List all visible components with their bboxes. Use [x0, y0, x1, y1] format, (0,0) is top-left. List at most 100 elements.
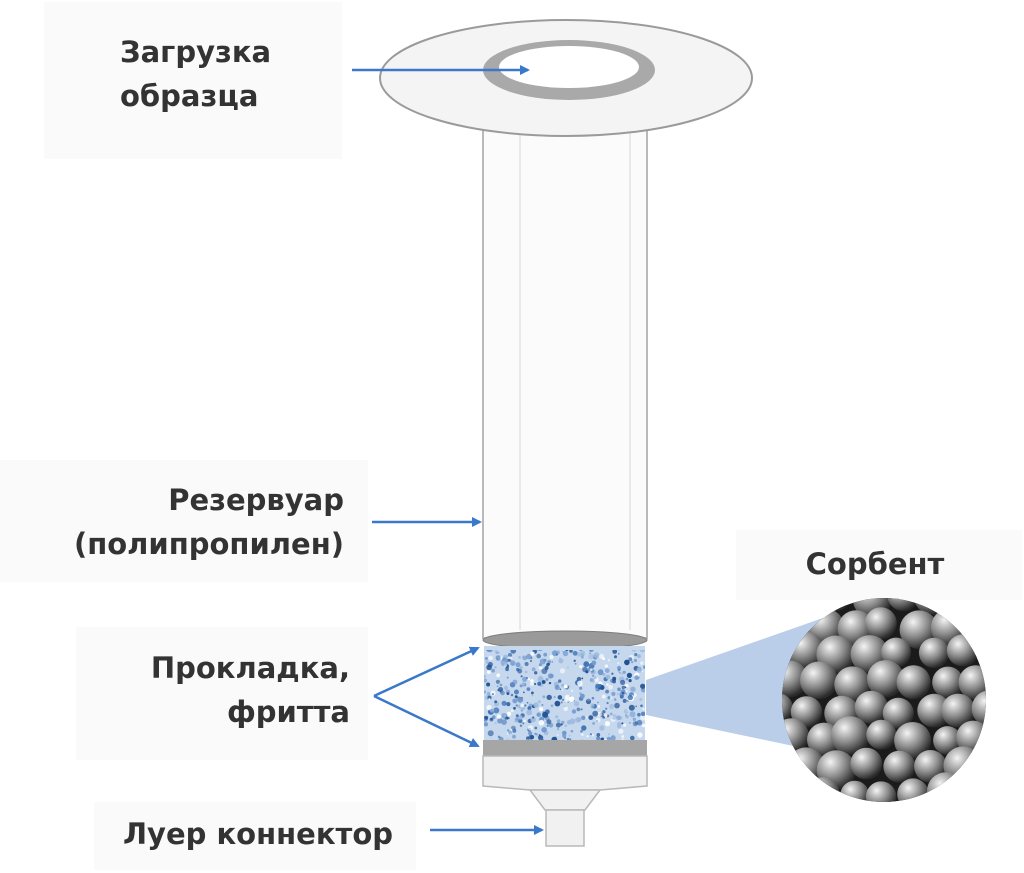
sorbent-particle	[531, 667, 536, 672]
sorbent-particle	[506, 738, 509, 741]
sorbent-particle	[521, 706, 525, 711]
sorbent-particle	[541, 727, 547, 733]
sorbent-particle	[602, 710, 606, 714]
sorbent-particle	[536, 653, 541, 659]
sorbent-particle	[486, 682, 491, 687]
sorbent-label-box	[736, 530, 1022, 600]
sorbent-particle	[640, 711, 645, 717]
sorbent-particle	[583, 661, 590, 667]
sorbent-particle	[517, 697, 524, 703]
sorbent-particle	[494, 650, 501, 655]
sorbent-particle	[512, 698, 518, 704]
sorbent-particle	[488, 698, 491, 701]
sorbent-particle	[556, 734, 559, 736]
luer-connector-label: Луер коннектор	[122, 817, 394, 851]
sorbent-particle	[587, 667, 591, 672]
sorbent-particle	[588, 650, 594, 652]
sorbent-particle	[524, 670, 528, 674]
sorbent-texture	[484, 650, 645, 742]
sorbent-particle	[508, 730, 512, 735]
sorbent-particle	[497, 735, 501, 739]
sorbent-particle	[602, 716, 605, 719]
sorbent-particle	[593, 676, 597, 680]
sorbent-particle	[527, 725, 534, 731]
sorbent-bead	[782, 660, 808, 698]
sorbent-particle	[554, 700, 561, 707]
sorbent-particle	[513, 706, 516, 710]
reservoir-line-1: Резервуар	[168, 483, 344, 517]
sorbent-bead	[821, 598, 851, 611]
sorbent-particle	[609, 696, 613, 700]
sorbent-particle	[551, 661, 554, 663]
sorbent-particle	[484, 715, 489, 720]
sorbent-bead	[834, 666, 871, 703]
sorbent-particle	[622, 698, 627, 703]
sorbent-particle	[607, 696, 611, 700]
sorbent-particle	[533, 702, 539, 708]
sorbent-particle	[610, 735, 616, 741]
sorbent-particle	[606, 683, 609, 687]
sorbent-particle	[517, 705, 521, 709]
sorbent-particle	[484, 722, 489, 727]
sorbent-bead	[958, 665, 986, 700]
sorbent-particle	[539, 707, 544, 712]
sorbent-particle	[623, 708, 629, 714]
sorbent-particle	[542, 695, 546, 699]
sorbent-particle	[617, 668, 621, 672]
sorbent-particle	[499, 683, 503, 687]
sorbent-particle	[496, 714, 502, 719]
sorbent-particle	[621, 722, 624, 725]
sorbent-particle	[621, 672, 623, 675]
sorbent-particle	[569, 738, 572, 741]
sorbent-bead	[944, 598, 983, 616]
sorbent-particle	[527, 677, 531, 681]
sorbent-particle	[560, 701, 563, 704]
sorbent-particle	[631, 660, 634, 664]
sorbent-particle	[566, 720, 572, 725]
sorbent-particle	[572, 650, 578, 656]
sorbent-particle	[519, 684, 523, 688]
frit-arrow-lower	[373, 694, 480, 748]
sorbent-particle	[490, 717, 493, 721]
sorbent-bead	[994, 779, 1024, 814]
sorbent-particle	[618, 650, 621, 651]
sorbent-particle	[631, 650, 637, 652]
sorbent-particle	[491, 668, 495, 673]
sorbent-particle	[614, 655, 617, 659]
sorbent-particle	[605, 689, 609, 694]
sorbent-particle	[484, 657, 488, 660]
sorbent-particle	[526, 687, 531, 691]
sorbent-particle	[611, 715, 613, 718]
sorbent-particle	[530, 651, 535, 656]
sorbent-particle	[637, 732, 643, 738]
sorbent-particle	[522, 676, 528, 682]
sorbent-particle	[637, 654, 641, 658]
sorbent-particle	[514, 689, 519, 695]
sorbent-particle	[520, 703, 524, 708]
sorbent-particle	[555, 715, 559, 719]
sorbent-particle	[501, 700, 507, 706]
sorbent-particle	[514, 719, 518, 723]
sorbent-particle	[559, 668, 566, 674]
sorbent-particle	[597, 701, 599, 704]
sorbent-particle	[534, 726, 538, 730]
sorbent-particle	[636, 719, 643, 726]
sorbent-particle	[592, 721, 596, 725]
sorbent-particle	[577, 680, 583, 687]
sorbent-particle	[506, 692, 510, 695]
sorbent-particle	[490, 708, 494, 713]
sorbent-bead	[990, 668, 1024, 704]
sorbent-particle	[626, 672, 633, 679]
sorbent-particle	[639, 698, 643, 701]
sorbent-particle	[599, 725, 605, 731]
sorbent-particle	[563, 706, 568, 712]
sorbent-particle	[596, 736, 601, 741]
sorbent-particle	[537, 676, 544, 683]
sorbent-particle	[621, 735, 625, 738]
sorbent-bead	[960, 776, 986, 802]
frit-line-1: Прокладка,	[150, 651, 350, 685]
sorbent-particle	[553, 695, 556, 699]
sorbent-particle	[581, 725, 587, 731]
sorbent-particle	[500, 712, 507, 719]
sorbent-particle	[641, 670, 644, 673]
